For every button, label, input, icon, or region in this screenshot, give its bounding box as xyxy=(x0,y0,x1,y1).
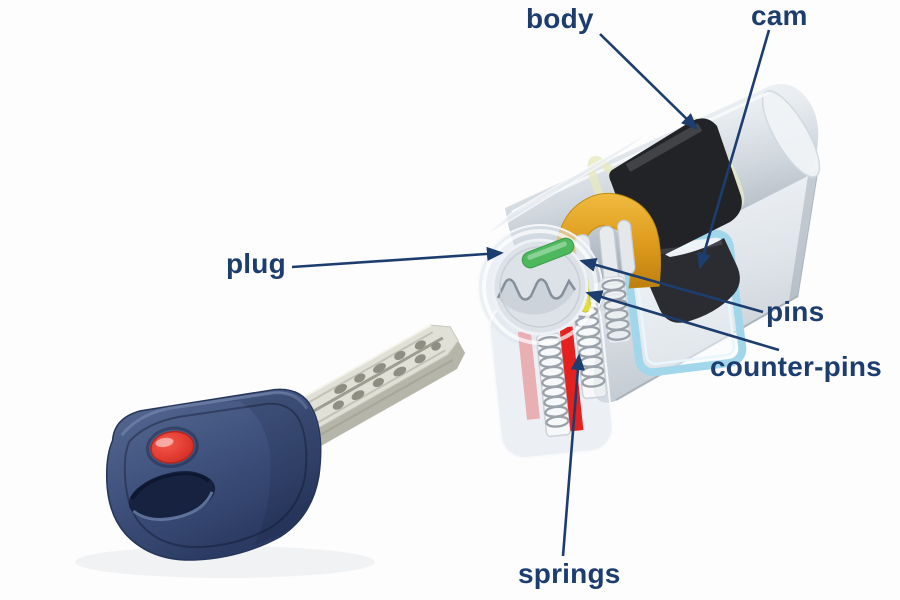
key-blade xyxy=(294,324,466,447)
leader-line-cam xyxy=(697,29,771,270)
pin-pink xyxy=(517,330,540,420)
cam-lobe xyxy=(643,238,740,323)
plug-face xyxy=(482,229,598,345)
label-springs: springs xyxy=(518,558,621,589)
key-shadow xyxy=(75,546,375,578)
leader-line-counter-pins xyxy=(585,290,780,352)
leader-line-pins xyxy=(579,258,764,314)
leader-line-springs xyxy=(561,353,585,557)
body-end-cap xyxy=(761,90,821,178)
key-button-ring xyxy=(145,426,199,468)
label-counter-pins: counter-pins xyxy=(710,351,882,382)
key-hole xyxy=(128,471,216,521)
key-illustration xyxy=(75,324,466,578)
key-dimples xyxy=(332,340,441,410)
pin-red xyxy=(559,326,584,432)
leader-lines xyxy=(291,29,780,557)
housing-roof xyxy=(481,126,659,239)
label-body: body xyxy=(526,3,594,34)
leader-line-body xyxy=(599,33,699,130)
cylinder-illustration xyxy=(477,83,821,460)
label-pins: pins xyxy=(766,296,825,327)
label-cam: cam xyxy=(751,0,808,31)
label-plug: plug xyxy=(226,248,286,279)
plug-marker-green xyxy=(521,237,575,269)
key-head xyxy=(105,388,322,561)
leader-line-plug xyxy=(291,246,504,269)
